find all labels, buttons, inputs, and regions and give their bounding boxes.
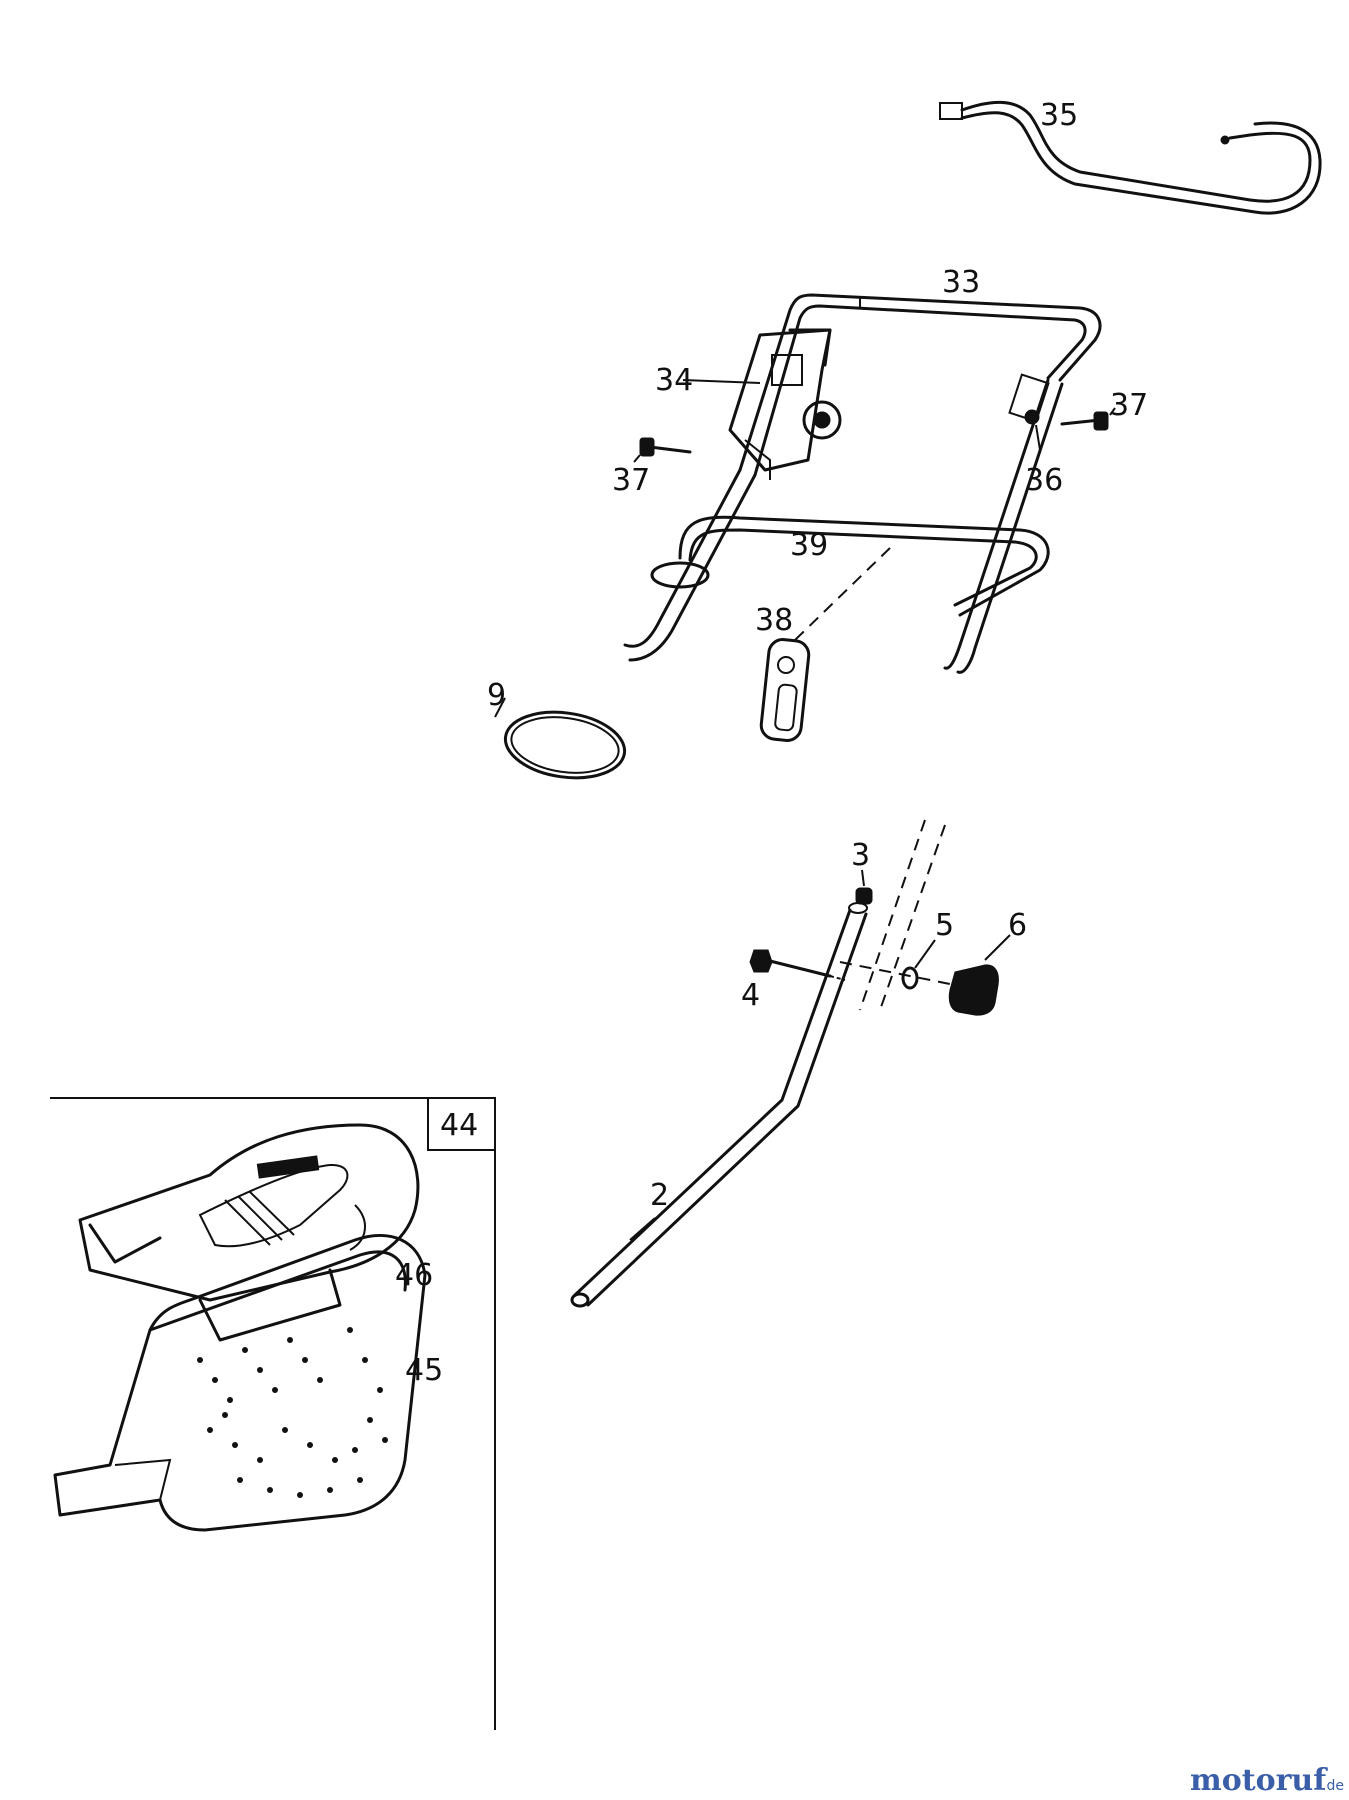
upper-handle-part (623, 293, 1102, 674)
part-label-37: 37 (1110, 388, 1148, 423)
catcher-basket-part (53, 1234, 427, 1532)
cable-part (939, 100, 1322, 215)
part-label-44: 44 (440, 1108, 478, 1143)
part-label-38: 38 (755, 603, 793, 638)
part-label-2: 2 (650, 1178, 669, 1213)
part-label-5: 5 (935, 908, 954, 943)
clamp-ring-part (494, 697, 627, 780)
part-label-45: 45 (405, 1353, 443, 1388)
inset-frame (50, 1097, 496, 1730)
lower-handle-part (570, 902, 868, 1308)
bolt-part (749, 949, 846, 981)
part-label-9: 9 (487, 678, 506, 713)
knob-part (948, 934, 1011, 1016)
screw-part-left (633, 437, 692, 463)
switch-housing-part (728, 328, 842, 480)
part-label-36: 36 (1025, 463, 1063, 498)
part-label-39: 39 (790, 528, 828, 563)
watermark-suffix: .de (1322, 1778, 1344, 1794)
basket-perforation (197, 1327, 388, 1498)
catcher-cover-part (78, 1123, 420, 1342)
part-label-35: 35 (1040, 98, 1078, 133)
washer-part (901, 939, 936, 990)
watermark-logo: motoruf (1190, 1763, 1328, 1798)
part-label-6: 6 (1008, 908, 1027, 943)
part-label-46: 46 (395, 1258, 433, 1293)
part-label-4: 4 (741, 978, 760, 1013)
cable-holder-part (759, 638, 811, 742)
bracket-part (650, 515, 1050, 617)
part-label-37: 37 (612, 463, 650, 498)
part-label-34: 34 (655, 363, 693, 398)
part-label-33: 33 (942, 265, 980, 300)
cap-part (855, 869, 873, 905)
part-label-3: 3 (851, 838, 870, 873)
screw-part-right (1060, 407, 1116, 431)
